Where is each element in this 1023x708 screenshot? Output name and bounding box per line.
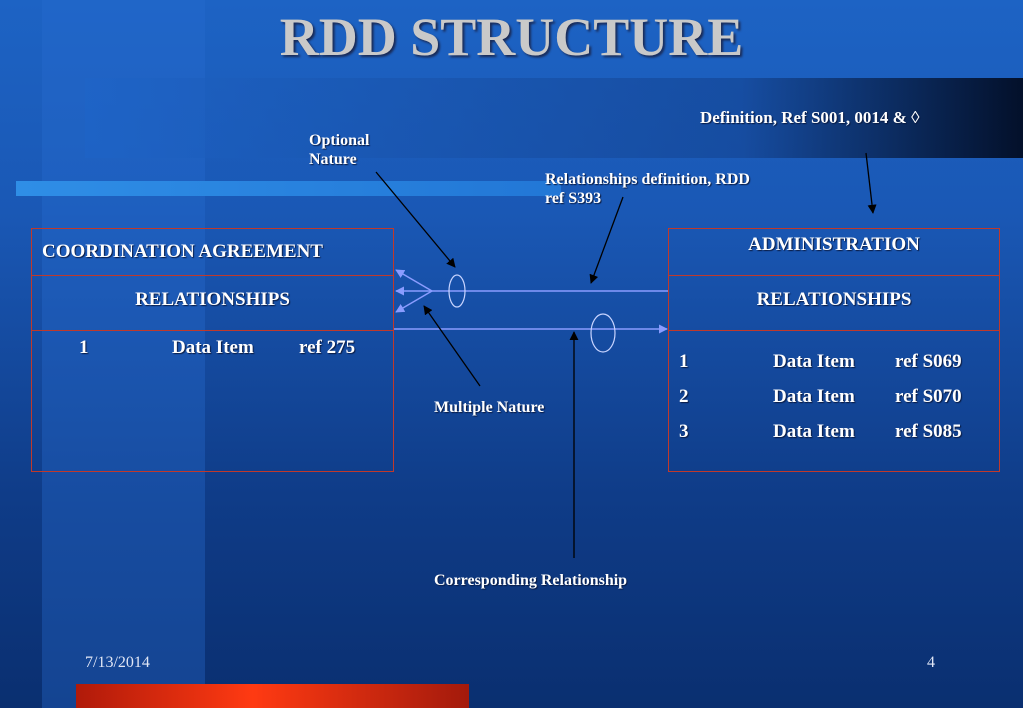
entity-name: COORDINATION AGREEMENT (42, 241, 323, 262)
item-label: Data Item (773, 351, 855, 372)
item-number: 3 (679, 421, 689, 442)
section-label: RELATIONSHIPS (756, 289, 912, 310)
optional-nature-label: Optional Nature (309, 131, 369, 169)
slide-title: RDD STRUCTURE (279, 7, 744, 67)
footer-page-number: 4 (927, 654, 935, 671)
arrow-multiple-nature (423, 305, 481, 387)
optional-line-1: Optional (309, 132, 370, 149)
crows-foot-bottom (395, 290, 433, 313)
item-label: Data Item (172, 337, 254, 358)
item-ref: ref S070 (895, 386, 962, 407)
optional-line-2: Nature (309, 151, 357, 168)
item-number: 1 (79, 337, 89, 358)
arrow-definition (865, 152, 877, 214)
footer-date: 7/13/2014 (85, 654, 150, 671)
item-ref: ref S069 (895, 351, 962, 372)
corresponding-ellipse (590, 313, 616, 353)
arrow-relationships-definition (589, 196, 624, 284)
definition-note: Definition, Ref S001, 0014 & ◊ (700, 108, 920, 127)
entity-coordination-agreement: COORDINATION AGREEMENT RELATIONSHIPS 1 D… (31, 228, 394, 472)
item-ref: ref 275 (299, 337, 356, 358)
background-band-top (85, 78, 1023, 158)
section-label: RELATIONSHIPS (135, 289, 290, 310)
decorative-stripe (16, 181, 561, 196)
item-number: 2 (679, 386, 689, 407)
entity-administration: ADMINISTRATION RELATIONSHIPS 1 Data Item… (668, 228, 1000, 472)
item-number: 1 (679, 351, 689, 372)
corresponding-relationship-label: Corresponding Relationship (434, 572, 628, 589)
relationships-definition-label: Relationships definition, RDD ref S393 (545, 170, 750, 208)
accent-bar (76, 684, 469, 708)
optional-ellipse (448, 274, 466, 308)
entity-section-row: RELATIONSHIPS (32, 276, 393, 331)
item-label: Data Item (773, 386, 855, 407)
entity-name: ADMINISTRATION (748, 234, 920, 255)
entity-header-row: COORDINATION AGREEMENT (32, 229, 393, 276)
arrow-optional-nature (375, 171, 456, 268)
crows-foot-top (395, 269, 433, 292)
relationships-def-line-2: ref S393 (545, 190, 602, 207)
item-ref: ref S085 (895, 421, 962, 442)
multiple-nature-label: Multiple Nature (434, 399, 545, 416)
entity-header-row: ADMINISTRATION (669, 229, 999, 276)
item-label: Data Item (773, 421, 855, 442)
entity-section-row: RELATIONSHIPS (669, 276, 999, 331)
relationships-def-line-1: Relationships definition, RDD (545, 171, 750, 188)
